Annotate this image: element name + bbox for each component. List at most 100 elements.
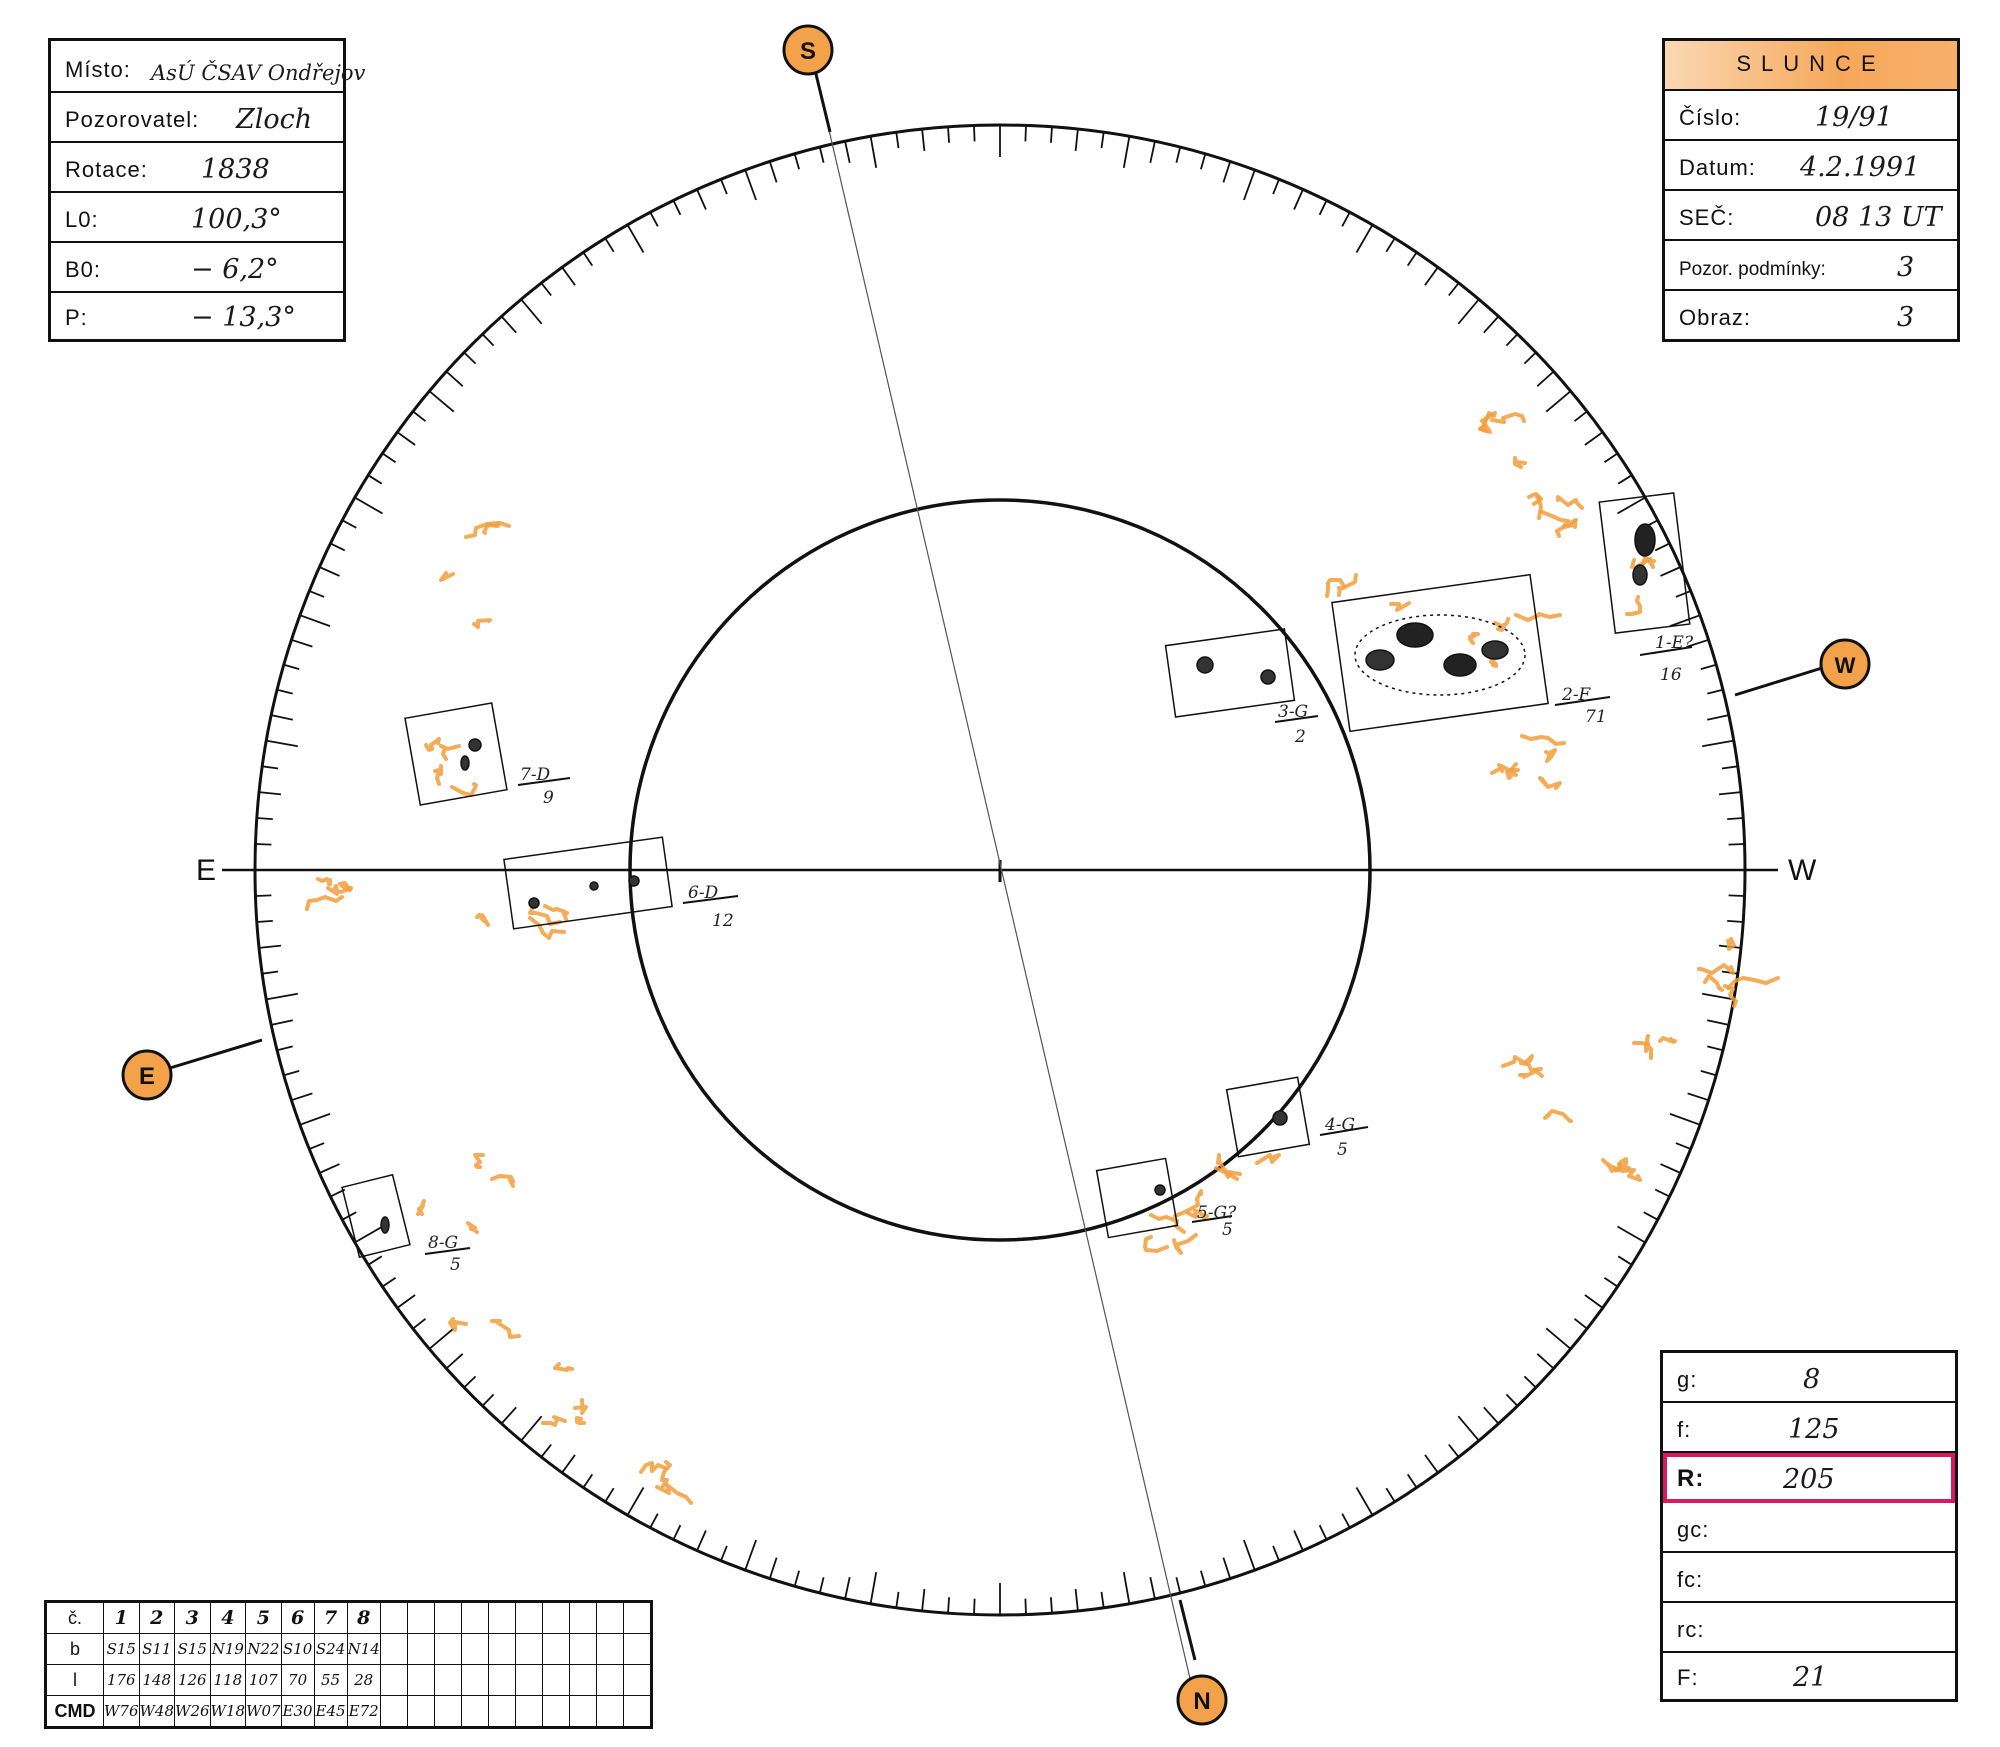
value-date: 4.2.1991 bbox=[1800, 152, 1921, 183]
limb-tick bbox=[1243, 169, 1256, 201]
sunspot bbox=[528, 897, 540, 909]
limb-tick bbox=[1100, 132, 1105, 149]
limb-tick bbox=[626, 1487, 645, 1516]
empty-cell bbox=[541, 1601, 570, 1634]
facula-stroke bbox=[553, 1362, 574, 1372]
limb-tick bbox=[520, 1415, 543, 1442]
sunspot bbox=[1365, 649, 1395, 671]
label-image: Obraz: bbox=[1679, 305, 1752, 330]
cell-b-3: S15 bbox=[174, 1633, 211, 1665]
limb-tick bbox=[1272, 1545, 1280, 1562]
limb-tick bbox=[672, 1524, 682, 1540]
limb-tick bbox=[412, 410, 427, 422]
sunspot bbox=[589, 881, 599, 891]
value-b0: − 6,2° bbox=[191, 254, 279, 285]
limb-tick bbox=[291, 1092, 313, 1102]
label-time: SEČ: bbox=[1679, 205, 1735, 230]
limb-tick bbox=[720, 1545, 728, 1562]
facula-stroke bbox=[660, 1460, 672, 1488]
value-time: 08 13 UT bbox=[1815, 202, 1942, 233]
group-box bbox=[1164, 628, 1296, 718]
cell-l-2: 148 bbox=[138, 1664, 176, 1696]
value-observer: Zloch bbox=[236, 104, 313, 135]
facula-stroke bbox=[1173, 1189, 1203, 1218]
limb-tick bbox=[1687, 638, 1709, 648]
group-box bbox=[1225, 1076, 1311, 1158]
facula-stroke bbox=[1538, 776, 1562, 790]
limb-tick bbox=[1483, 315, 1500, 334]
empty-cell bbox=[514, 1601, 543, 1634]
group-6-label: 6-D bbox=[688, 883, 719, 903]
limb-tick bbox=[973, 125, 976, 142]
row-label-b: b bbox=[45, 1633, 104, 1665]
cell-l-7: 55 bbox=[313, 1664, 348, 1696]
empty-cell bbox=[433, 1664, 462, 1696]
spot-group-8 bbox=[341, 1173, 471, 1259]
value-conditions: 3 bbox=[1897, 252, 1915, 283]
limb-degree-ticks bbox=[255, 125, 1745, 1615]
cell-numbers-8: 8 bbox=[346, 1601, 381, 1634]
limb-tick bbox=[1700, 663, 1717, 670]
row-number: Číslo: 19/91 bbox=[1665, 91, 1957, 141]
west-pointer bbox=[1734, 666, 1823, 697]
limb-tick bbox=[1675, 1142, 1692, 1150]
row-observer: Pozorovatel: Zloch bbox=[51, 93, 343, 143]
empty-cell bbox=[433, 1601, 462, 1634]
spot-group-7 bbox=[404, 702, 571, 806]
spot-group-3 bbox=[1164, 628, 1319, 723]
row-p: P: − 13,3° bbox=[51, 293, 343, 339]
limb-tick bbox=[947, 1597, 950, 1614]
facula-stroke bbox=[1658, 1036, 1677, 1044]
limb-tick bbox=[1654, 542, 1670, 552]
limb-tick bbox=[412, 1318, 427, 1330]
sunspot bbox=[1481, 640, 1509, 660]
value-f: 125 bbox=[1788, 1414, 1840, 1445]
facula-stroke bbox=[573, 1398, 588, 1415]
label-location: Místo: bbox=[65, 57, 131, 82]
limb-tick bbox=[1728, 843, 1745, 846]
empty-cell bbox=[433, 1633, 462, 1665]
group-8-label: 8-G bbox=[428, 1233, 458, 1253]
cell-numbers-3: 3 bbox=[174, 1601, 211, 1634]
label-f: f: bbox=[1677, 1417, 1692, 1442]
facula-stroke bbox=[1325, 578, 1346, 598]
limb-tick bbox=[540, 282, 552, 297]
empty-cell bbox=[487, 1664, 516, 1696]
limb-tick bbox=[696, 1530, 707, 1551]
svg-text:N: N bbox=[1193, 1688, 1210, 1715]
facula-stroke bbox=[450, 782, 478, 797]
facula-stroke bbox=[543, 904, 569, 921]
limb-tick bbox=[1523, 1375, 1537, 1389]
limb-tick bbox=[1293, 189, 1304, 210]
limb-tick bbox=[481, 333, 495, 347]
label-p: P: bbox=[65, 305, 88, 330]
empty-cell bbox=[514, 1664, 543, 1696]
cell-cmd-4: W18 bbox=[209, 1695, 247, 1728]
limb-tick bbox=[921, 1588, 926, 1611]
limb-tick bbox=[1355, 1487, 1374, 1516]
row-l0: L0: 100,3° bbox=[51, 193, 343, 243]
row-image: Obraz: 3 bbox=[1665, 291, 1957, 339]
limb-tick bbox=[1700, 1070, 1717, 1077]
cell-numbers-4: 4 bbox=[209, 1601, 247, 1634]
empty-cell bbox=[595, 1695, 624, 1728]
limb-tick bbox=[299, 614, 331, 627]
group-7-count: 9 bbox=[543, 788, 554, 808]
limb-tick bbox=[1617, 1225, 1646, 1244]
limb-tick bbox=[793, 153, 800, 170]
empty-cell bbox=[514, 1695, 543, 1728]
empty-cell bbox=[568, 1695, 597, 1728]
limb-tick bbox=[1654, 1188, 1670, 1198]
group-3-label: 3-G bbox=[1278, 702, 1308, 722]
label-l0: L0: bbox=[65, 207, 99, 232]
limb-tick bbox=[308, 590, 325, 598]
facula-stroke bbox=[1479, 411, 1496, 433]
slunce-title: SLUNCE bbox=[1665, 41, 1957, 91]
limb-tick bbox=[319, 566, 340, 577]
facula-stroke bbox=[1490, 412, 1526, 424]
row-label-l: l bbox=[45, 1664, 104, 1696]
sunspot bbox=[1443, 653, 1477, 677]
limb-tick bbox=[283, 1070, 300, 1077]
value-rotation: 1838 bbox=[201, 154, 270, 185]
